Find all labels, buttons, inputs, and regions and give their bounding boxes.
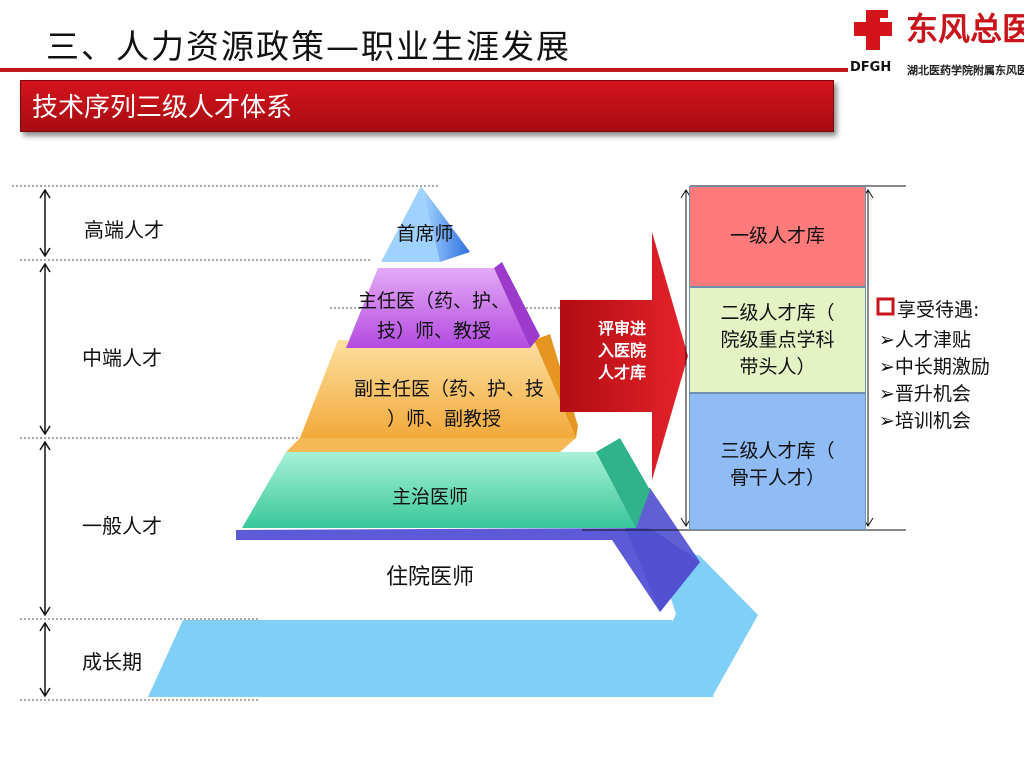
talent-library-2-line1: 二级人才库（ [720, 301, 835, 324]
pyramid-level-3 [300, 340, 576, 438]
title-rule [0, 68, 848, 72]
subtitle-banner [20, 80, 834, 132]
tier-label-growth: 成长期 [82, 650, 142, 674]
arrow-bullet-icon: ➢ [879, 329, 895, 351]
benefit-item: ➢晋升机会 [879, 383, 971, 405]
talent-library-2-line3: 带头人） [739, 355, 816, 378]
talent-library-3: 三级人才库（ 骨干人才） [689, 393, 866, 530]
benefit-item: ➢人才津贴 [879, 329, 971, 351]
review-arrow [560, 232, 688, 480]
arrow-bullet-icon: ➢ [879, 410, 895, 432]
talent-library-1: 一级人才库 [689, 186, 866, 287]
benefit-item: ➢培训机会 [879, 410, 971, 432]
pyramid-level-4-label: 主治医师 [391, 486, 468, 508]
growth-bar [148, 620, 714, 697]
talent-library-2-line2: 院级重点学科 [720, 328, 835, 351]
pyramid-level-3-label-line1: 副主任医（药、护、技 [353, 378, 544, 400]
pyramid-level-1-label: 首席师 [396, 223, 454, 245]
subtitle-text: 技术序列三级人才体系 [32, 93, 293, 123]
talent-library-1-label: 一级人才库 [729, 225, 825, 247]
pyramid-level-5-label: 住院医师 [385, 565, 474, 590]
tier-span-arrows [39, 188, 51, 698]
talent-library-2: 二级人才库（ 院级重点学科 带头人） [689, 287, 866, 393]
review-arrow-label: 评审进 入医院 人才库 [580, 318, 664, 384]
benefits-heading: 享受待遇: [897, 299, 980, 321]
logo-abbreviation: DFGH [850, 60, 892, 75]
review-arrow-line1: 评审进 [597, 319, 646, 338]
pyramid-level-1 [381, 186, 440, 262]
pyramid-level-4 [242, 452, 636, 528]
pyramid-level-2-label-line1: 主任医（药、护、 [357, 290, 510, 312]
slide-title: 三、人力资源政策—职业生涯发展 [46, 27, 571, 66]
talent-library-3-line2: 骨干人才） [729, 467, 825, 489]
logo-brand: 东风总医院 [906, 10, 1024, 48]
checkbox-icon [876, 297, 895, 316]
benefit-item: ➢中长期激励 [879, 356, 990, 378]
hospital-cross-icon [854, 10, 892, 50]
logo-subtitle: 湖北医药学院附属东风医院 [907, 64, 1024, 77]
pyramid-level-2 [346, 268, 530, 348]
tier-label-general: 一般人才 [82, 514, 162, 538]
talent-library-3-line1: 三级人才库（ [720, 440, 835, 462]
pyramid-level-2-label-line2: 技）师、教授 [376, 320, 491, 342]
review-arrow-line3: 人才库 [597, 363, 646, 382]
tier-label-high: 高端人才 [84, 218, 164, 242]
arrow-bullet-icon: ➢ [879, 356, 895, 378]
tier-label-middle: 中端人才 [82, 346, 162, 370]
pyramid-level-3-label-line2: ）师、副教授 [386, 408, 501, 430]
review-arrow-line2: 入医院 [597, 341, 646, 360]
arrow-bullet-icon: ➢ [879, 383, 895, 405]
